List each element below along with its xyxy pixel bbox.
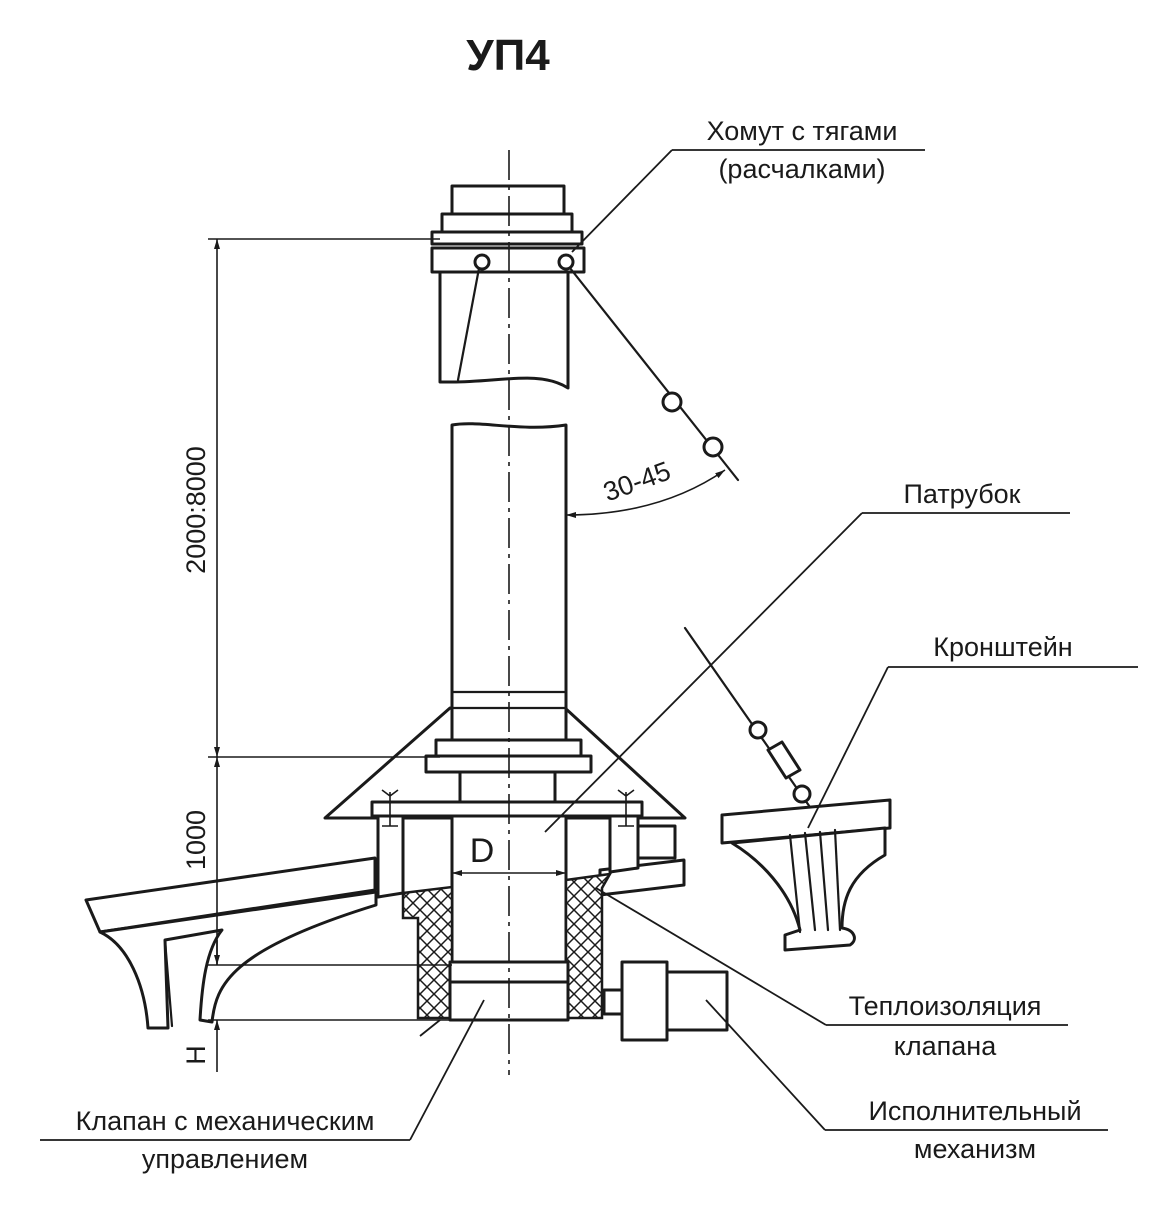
valve-label-line1: Клапан с механическим bbox=[76, 1106, 375, 1136]
actuator-label-line1: Исполнительный bbox=[868, 1096, 1081, 1126]
leader-branch-pipe: Патрубок bbox=[544, 479, 1070, 833]
leader-bracket: Кронштейн bbox=[807, 632, 1138, 829]
branch-pipe-label: Патрубок bbox=[903, 479, 1020, 509]
valve-label-line2: управлением bbox=[142, 1144, 308, 1174]
actuator bbox=[602, 960, 729, 1042]
diameter-label: D bbox=[470, 832, 495, 870]
drawing-title: УП4 bbox=[466, 31, 550, 80]
bracket bbox=[720, 798, 892, 952]
anchor-bolts bbox=[381, 789, 635, 827]
guy-rope bbox=[473, 253, 740, 482]
guy-rope-lower bbox=[683, 626, 814, 812]
pipe-upper bbox=[430, 184, 586, 390]
guy-rod-left bbox=[456, 261, 482, 382]
dimension-angle: 30-45 bbox=[565, 456, 726, 518]
pipe-height-label: 2000:8000 bbox=[181, 446, 211, 574]
leader-valve: Клапан с механическим управлением bbox=[40, 999, 485, 1174]
dimension-diameter: D bbox=[452, 832, 566, 876]
dimension-base-height: 1000 bbox=[181, 757, 452, 966]
leader-actuator: Исполнительный механизм bbox=[705, 999, 1108, 1164]
leader-insulation: Теплоизоляция клапана bbox=[595, 887, 1068, 1061]
angle-label: 30-45 bbox=[599, 456, 674, 508]
insulation-label-line2: клапана bbox=[894, 1031, 997, 1061]
roof-slab bbox=[84, 856, 378, 1030]
bracket-label: Кронштейн bbox=[933, 632, 1072, 662]
h-label: H bbox=[181, 1045, 211, 1065]
leader-clamp: Хомут с тягами (расчалками) bbox=[571, 116, 925, 253]
base-height-label: 1000 bbox=[181, 810, 211, 870]
clamp-label-line2: (расчалками) bbox=[718, 154, 885, 184]
clamp-label-line1: Хомут с тягами bbox=[707, 116, 898, 146]
insulation-label-line1: Теплоизоляция bbox=[849, 991, 1042, 1021]
dimension-pipe-height: 2000:8000 bbox=[181, 238, 440, 758]
dimension-h: H bbox=[181, 940, 450, 1072]
actuator-label-line2: механизм bbox=[914, 1134, 1036, 1164]
